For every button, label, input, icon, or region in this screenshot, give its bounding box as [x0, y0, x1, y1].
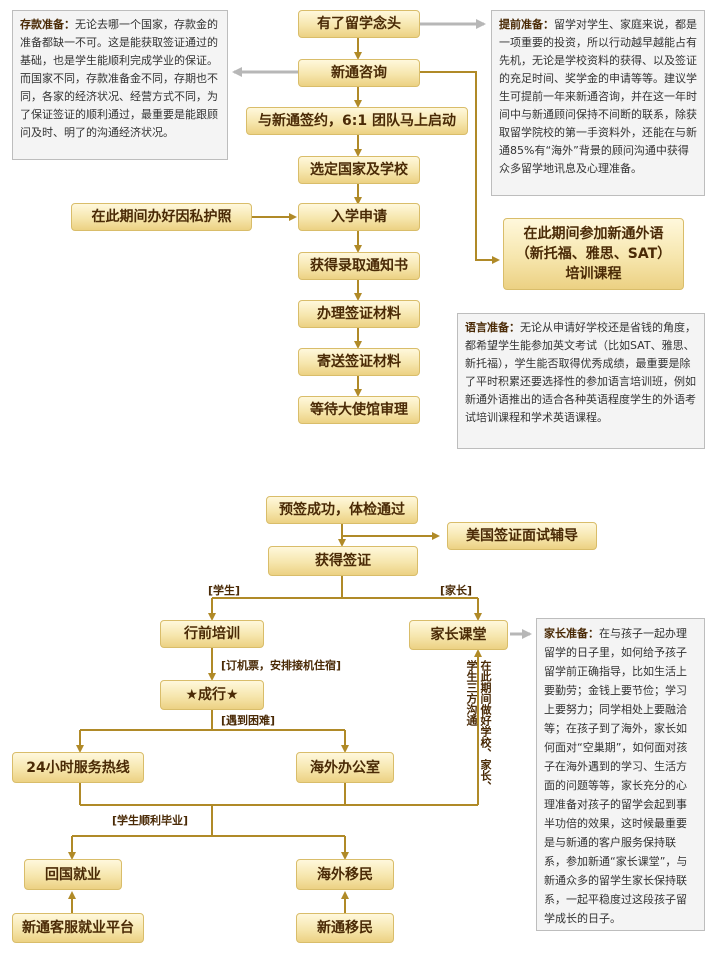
label-parent: [家长] — [440, 584, 473, 597]
note-parent: 家长准备：在与孩子一起办理留学的日子里，如何给予孩子留学前正确指导，比如生活上要… — [536, 618, 705, 931]
node-consult: 新通咨询 — [298, 59, 420, 87]
node-parent-class: 家长课堂 — [409, 620, 508, 650]
label-graduate: [学生顺利毕业] — [112, 814, 189, 827]
node-immig-service: 新通移民 — [296, 913, 394, 943]
arrow-consult-training — [420, 71, 500, 264]
note-deposit-title: 存款准备： — [20, 18, 75, 31]
label-trouble: [遇到困难] — [221, 714, 276, 727]
node-office: 海外办公室 — [296, 752, 394, 783]
note-advance: 提前准备：留学对学生、家庭来说，都是一项重要的投资，所以行动越早越能占有先机，无… — [491, 10, 705, 196]
note-language: 语言准备：无论从申请好学校还是省钱的角度，都希望学生能参加英文考试（比如SAT、… — [457, 313, 705, 449]
training-line-3: 培训课程 — [565, 266, 622, 282]
node-pre-visa: 预签成功，体检通过 — [266, 496, 418, 524]
node-depart: ★成行★ — [160, 680, 264, 710]
comm-col-2: 学生三方沟通 — [465, 660, 478, 726]
note-deposit-body: 无论去哪一个国家，存款金的准备都缺一不可。这是能获取签证通过的基础，也是学生能顺… — [20, 18, 218, 139]
training-line-1: 在此期间参加新通外语 — [523, 226, 664, 242]
node-language-training: 在此期间参加新通外语 （新托福、雅思、SAT） 培训课程 — [503, 218, 684, 290]
note-parent-body: 在与孩子一起办理留学的日子里，如何给予孩子留学前正确指导，比如生活上要勤劳；金钱… — [544, 627, 688, 925]
note-parent-title: 家长准备： — [544, 627, 599, 640]
note-language-body: 无论从申请好学校还是省钱的角度，都希望学生能参加英文考试（比如SAT、雅思、新托… — [465, 321, 696, 424]
node-orientation: 行前培训 — [160, 620, 264, 648]
node-wait: 等待大使馆审理 — [298, 396, 420, 424]
node-job-platform: 新通客服就业平台 — [12, 913, 144, 943]
node-hotline: 24小时服务热线 — [12, 752, 144, 783]
note-deposit: 存款准备：无论去哪一个国家，存款金的准备都缺一不可。这是能获取签证通过的基础，也… — [12, 10, 228, 160]
node-visa: 获得签证 — [268, 546, 418, 576]
node-interview: 美国签证面试辅导 — [447, 522, 597, 550]
label-book: [订机票，安排接机住宿] — [221, 659, 342, 672]
label-student: [学生] — [208, 584, 241, 597]
note-advance-body: 留学对学生、家庭来说，都是一项重要的投资，所以行动越早越能占有先机，无论是学校资… — [499, 18, 697, 175]
node-choose: 选定国家及学校 — [298, 156, 420, 184]
node-visa-docs: 办理签证材料 — [298, 300, 420, 328]
label-three-party-communication: 在此期间做好学校、家长、学生三方沟通 — [456, 660, 492, 800]
node-sign: 与新通签约，6:1 团队马上启动 — [246, 107, 468, 135]
node-passport: 在此期间办好因私护照 — [71, 203, 252, 231]
node-return-job: 回国就业 — [24, 859, 122, 890]
note-advance-title: 提前准备： — [499, 18, 554, 31]
node-immigrate: 海外移民 — [296, 859, 394, 890]
node-apply: 入学申请 — [298, 203, 420, 231]
note-language-title: 语言准备： — [465, 321, 520, 334]
node-admit: 获得录取通知书 — [298, 252, 420, 280]
node-send-docs: 寄送签证材料 — [298, 348, 420, 376]
training-line-2: （新托福、雅思、SAT） — [515, 246, 672, 262]
node-idea: 有了留学念头 — [298, 10, 420, 38]
comm-col-1: 在此期间做好学校、家长、 — [479, 660, 492, 792]
